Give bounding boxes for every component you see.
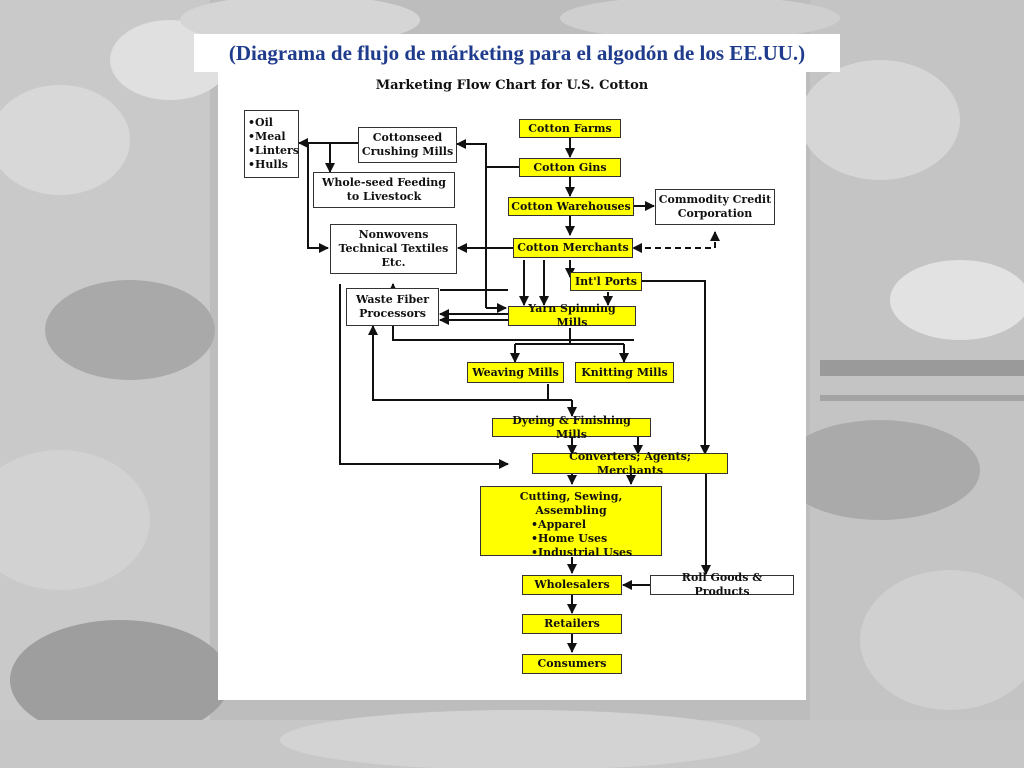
cotton-warehouses-box: Cotton Warehouses (508, 197, 634, 216)
byproduct-linters: Linters (248, 144, 299, 158)
cutting-sewing-assembling-box: Cutting, Sewing, Assembling Apparel Home… (480, 486, 662, 559)
flow-connectors (298, 137, 720, 653)
byproduct-hulls: Hulls (248, 158, 288, 172)
nonwovens-line3: Etc. (381, 256, 406, 269)
waste-fiber-processors-box: Waste Fiber Processors (346, 288, 439, 326)
ccc-line2: Corporation (677, 207, 753, 220)
weaving-mills-box: Weaving Mills (467, 362, 564, 383)
cottonseed-crushing-mills-box: Cottonseed Crushing Mills (358, 127, 457, 163)
knitting-mills-box: Knitting Mills (575, 362, 674, 383)
retailers-box: Retailers (522, 614, 622, 634)
nonwovens-box: Nonwovens Technical Textiles Etc. (330, 224, 457, 274)
byproducts-box: Oil Meal Linters Hulls (244, 110, 299, 178)
yarn-spinning-mills-box: Yarn Spinning Mills (508, 302, 636, 329)
cottonseed-line1: Cottonseed (372, 131, 443, 144)
dyeing-finishing-mills-box: Dyeing & Finishing Mills (492, 414, 651, 441)
cutting-item-home-uses: Home Uses (531, 532, 607, 546)
chart-title: Marketing Flow Chart for U.S. Cotton (375, 78, 649, 93)
commodity-credit-corporation-box: Commodity Credit Corporation (655, 189, 775, 225)
waste-line2: Processors (359, 307, 426, 320)
wholeseed-line1: Whole-seed Feeding (322, 176, 446, 189)
cutting-item-industrial-uses: Industrial Uses (531, 546, 632, 560)
converters-agents-merchants-box: Converters; Agents; Merchants (532, 450, 728, 477)
cotton-gins-box: Cotton Gins (519, 158, 621, 177)
cotton-farms-box: Cotton Farms (519, 119, 621, 138)
flow-chart-panel: Marketing Flow Chart for U.S. Cotton (218, 72, 806, 700)
byproduct-oil: Oil (248, 116, 273, 130)
whole-seed-feeding-box: Whole-seed Feeding to Livestock (313, 172, 455, 208)
cutting-item-apparel: Apparel (531, 518, 586, 532)
nonwovens-line1: Nonwovens (358, 228, 429, 241)
nonwovens-line2: Technical Textiles (338, 242, 449, 255)
waste-line1: Waste Fiber (355, 293, 430, 306)
roll-goods-products-box: Roll Goods & Products (650, 571, 794, 598)
cottonseed-line2: Crushing Mills (361, 145, 454, 158)
intl-ports-box: Int'l Ports (570, 272, 642, 291)
cutting-title: Cutting, Sewing, Assembling (519, 490, 623, 517)
wholesalers-box: Wholesalers (522, 575, 622, 595)
cotton-merchants-box: Cotton Merchants (513, 238, 633, 258)
byproduct-meal: Meal (248, 130, 285, 144)
consumers-box: Consumers (522, 654, 622, 674)
wholeseed-line2: to Livestock (346, 190, 422, 203)
ccc-line1: Commodity Credit (658, 193, 772, 206)
slide-title: (Diagrama de flujo de márketing para el … (194, 34, 840, 72)
